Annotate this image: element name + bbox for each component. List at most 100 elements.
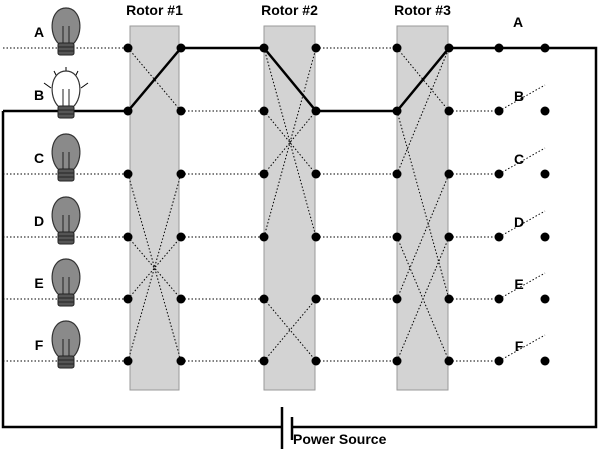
- rotor-2-label: Rotor #2: [261, 2, 318, 18]
- contact-node: [176, 294, 186, 304]
- contact-node: [311, 43, 321, 53]
- lamp-d-icon: [51, 196, 81, 245]
- key-c-switch: [494, 147, 550, 179]
- key-f-label: F: [515, 338, 524, 354]
- rotor-3-wire: [396, 110, 450, 300]
- contact-node: [259, 106, 269, 116]
- light-ray: [43, 82, 52, 89]
- contact-node: [259, 294, 269, 304]
- key-d-label: D: [514, 214, 524, 230]
- bulb-glass: [51, 70, 81, 108]
- filament: [62, 277, 70, 294]
- lamp-a-label: A: [34, 24, 44, 40]
- contact-node: [392, 106, 402, 116]
- key-e-switch: [494, 272, 550, 304]
- contact-node: [311, 106, 321, 116]
- rotor-boxes: Rotor #1 Rotor #2 Rotor #3: [126, 2, 451, 391]
- bulb-base: [57, 105, 75, 119]
- rotor-1-wire: [127, 236, 182, 300]
- lamp-a-icon: [51, 7, 81, 56]
- contact-node: [176, 43, 186, 53]
- active-signal-path: [3, 46, 545, 113]
- rotor-3-label: Rotor #3: [394, 2, 451, 18]
- contact-node: [259, 232, 269, 242]
- key-b-label: B: [514, 88, 524, 104]
- bulb-base: [57, 42, 75, 56]
- contact-node: [444, 43, 454, 53]
- bulb-glass: [51, 196, 81, 234]
- rotor-1-label: Rotor #1: [126, 2, 183, 18]
- lamp-f-label: F: [35, 337, 44, 353]
- lamp-c-icon: [51, 133, 81, 182]
- contact-node: [123, 294, 133, 304]
- contact-node: [444, 356, 454, 366]
- contact-node: [392, 169, 402, 179]
- power-wire-left: [1, 111, 282, 429]
- filament: [62, 215, 70, 232]
- contact-node: [392, 294, 402, 304]
- contact-node: [176, 356, 186, 366]
- bulb-base: [57, 293, 75, 307]
- switch-contact: [540, 43, 550, 53]
- bulb-glass: [51, 7, 81, 45]
- contact-node: [444, 106, 454, 116]
- contact-node: [259, 169, 269, 179]
- contact-node: [311, 232, 321, 242]
- key-e-label: E: [514, 276, 523, 292]
- rotor-3-wire: [396, 236, 450, 362]
- light-ray: [80, 82, 89, 89]
- contact-node: [259, 356, 269, 366]
- bulb-glass: [51, 320, 81, 358]
- filament: [62, 26, 70, 43]
- switch-contact: [540, 232, 550, 242]
- filament: [62, 89, 70, 106]
- key-d-switch: [494, 210, 550, 242]
- contact-nodes: [123, 43, 454, 366]
- contact-node: [259, 43, 269, 53]
- contact-node: [311, 294, 321, 304]
- switch-contact: [540, 294, 550, 304]
- bulb-base: [57, 168, 75, 182]
- bulb-glass: [51, 133, 81, 171]
- key-b-switch: [494, 84, 550, 116]
- active-current-path: [1, 46, 598, 429]
- contact-node: [123, 43, 133, 53]
- contact-node: [123, 232, 133, 242]
- contact-node: [176, 232, 186, 242]
- contact-node: [123, 356, 133, 366]
- key-a-switch: [494, 43, 550, 53]
- switch-contact: [540, 356, 550, 366]
- rotor-1-wire: [127, 236, 182, 300]
- power-source: Power Source: [280, 407, 387, 449]
- contact-node: [176, 169, 186, 179]
- bulb-glass: [51, 258, 81, 296]
- lamp-c-label: C: [34, 150, 44, 166]
- contact-node: [123, 106, 133, 116]
- rotor-3-wire: [396, 173, 450, 300]
- switch-contact: [540, 169, 550, 179]
- contact-node: [176, 106, 186, 116]
- contact-node: [444, 232, 454, 242]
- contact-node: [392, 232, 402, 242]
- filament: [62, 339, 70, 356]
- lamp-e-icon: [51, 258, 81, 307]
- lamp-b-label: B: [34, 87, 44, 103]
- bulb-base: [57, 231, 75, 245]
- contact-node: [123, 169, 133, 179]
- key-f-switch: [494, 334, 550, 366]
- switch-contact: [540, 106, 550, 116]
- contact-node: [444, 169, 454, 179]
- contact-node: [392, 43, 402, 53]
- filament: [62, 152, 70, 169]
- lamp-b-icon: [43, 67, 89, 119]
- key-a-label: A: [513, 14, 523, 30]
- lamp-d-label: D: [34, 213, 44, 229]
- switch-contact: [494, 43, 504, 53]
- contact-node: [392, 356, 402, 366]
- rotor-2-wire: [263, 298, 317, 362]
- contact-node: [311, 169, 321, 179]
- contact-node: [444, 294, 454, 304]
